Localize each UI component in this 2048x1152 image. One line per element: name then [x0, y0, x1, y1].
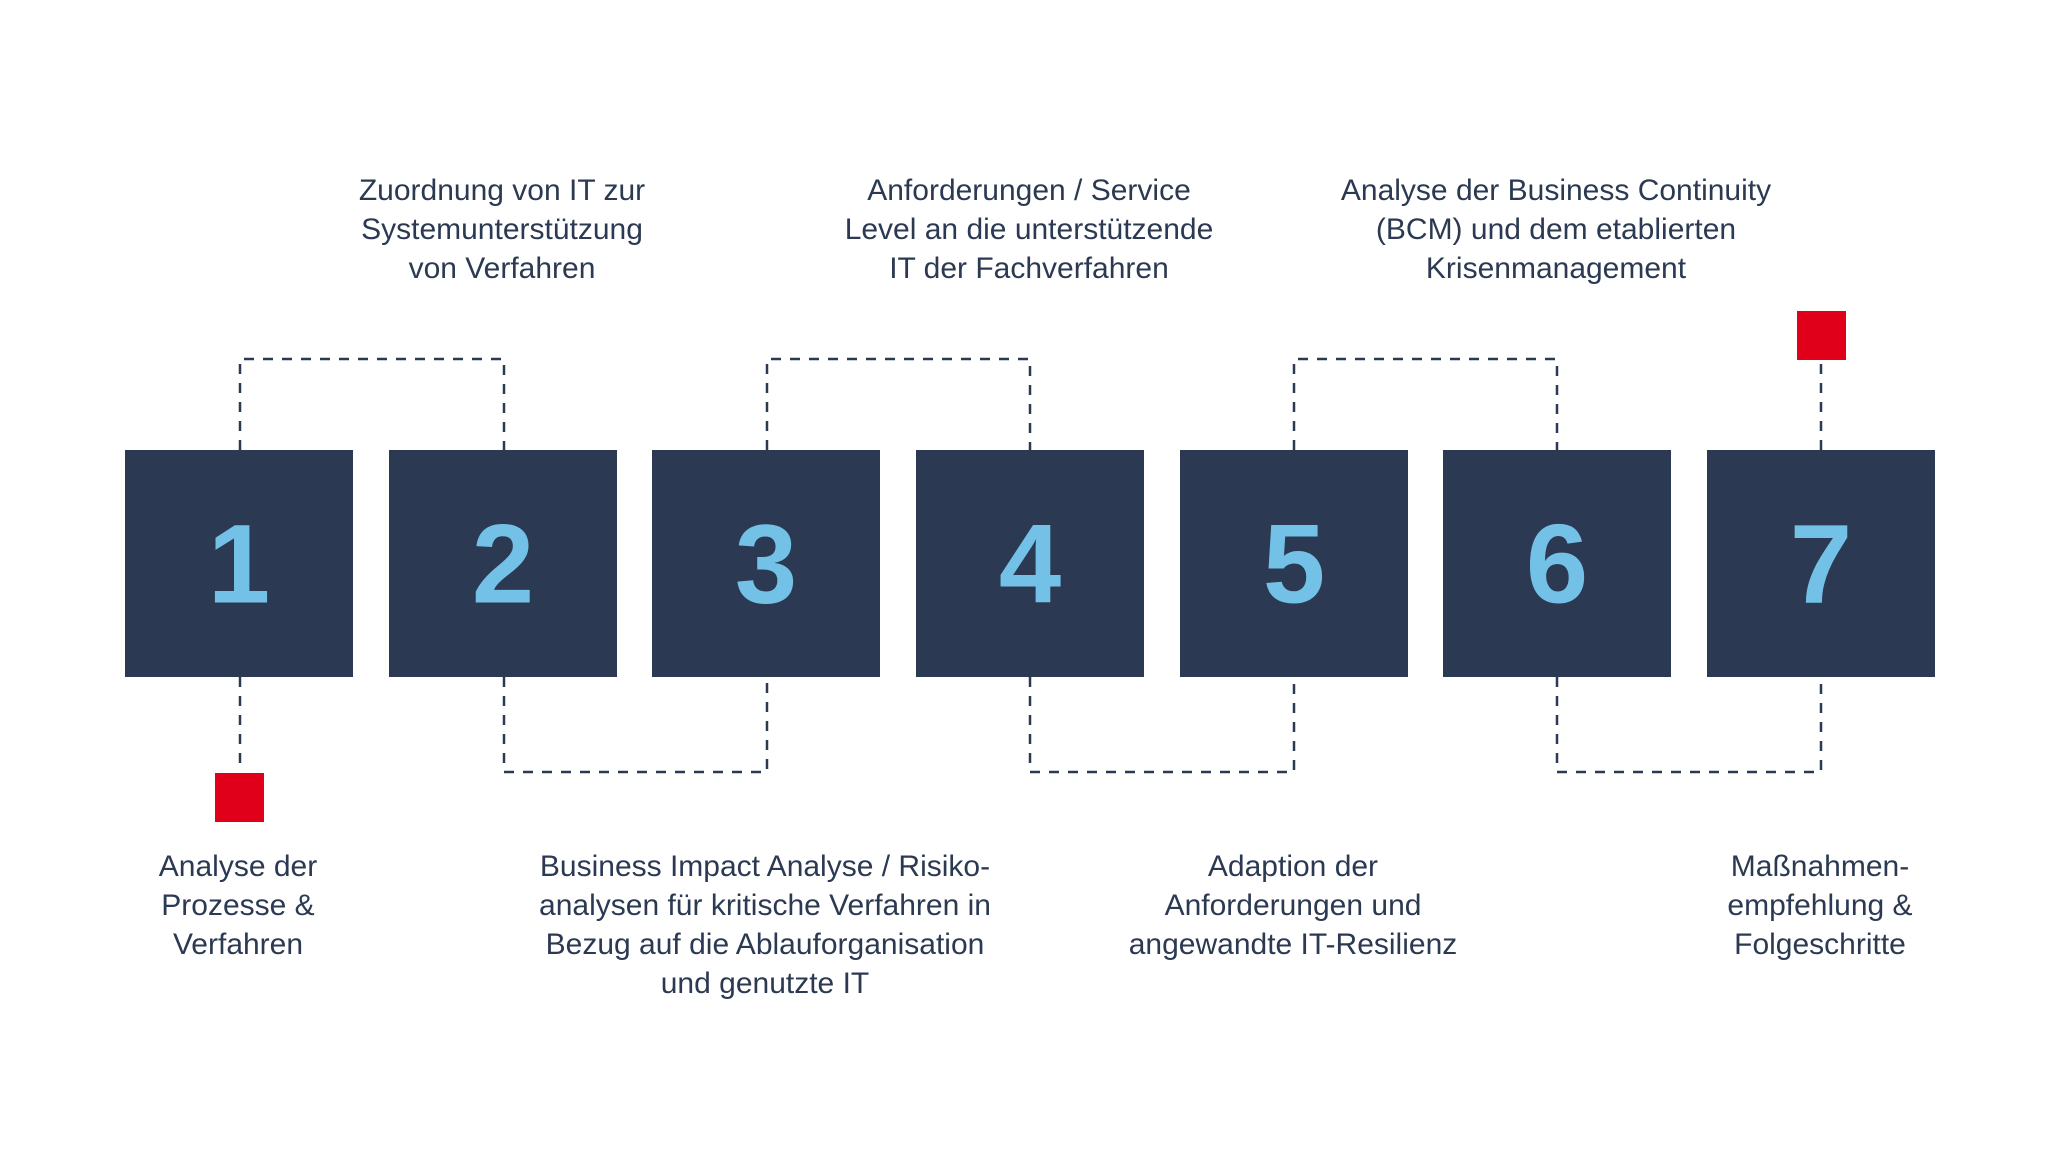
step-2: 2: [389, 450, 617, 677]
step-6: 6: [1443, 450, 1671, 677]
step-box: [652, 450, 880, 677]
step-number: 4: [999, 502, 1061, 627]
step-3-label: Business Impact Analyse / Risiko- analys…: [539, 850, 991, 1000]
step-7-label: Maßnahmen- empfehlung & Folgeschritte: [1727, 850, 1913, 961]
connector-1-2: [238, 357, 506, 450]
step-2-label: Zuordnung von IT zur Systemunterstützung…: [358, 174, 646, 285]
step-box: [125, 450, 353, 677]
step-5-label: Adaption der Anforderungen und angewandt…: [1128, 850, 1458, 961]
marker-end: [1797, 311, 1846, 360]
step-number: 1: [208, 502, 270, 627]
step-6-label: Analyse der Business Continuity (BCM) un…: [1340, 174, 1772, 285]
step-box: [1180, 450, 1408, 677]
step-7: 7: [1707, 450, 1935, 677]
step-3: 3: [652, 450, 880, 677]
step-number: 6: [1526, 502, 1588, 627]
step-4-label: Anforderungen / Service Level an die unt…: [844, 174, 1214, 285]
step-box: [389, 450, 617, 677]
step-number: 3: [735, 502, 797, 627]
connector-3-4: [765, 357, 1032, 450]
connector-2-3: [502, 677, 769, 774]
step-number: 7: [1790, 502, 1852, 627]
step-1: 1: [125, 450, 353, 677]
step-box: [916, 450, 1144, 677]
step-4: 4: [916, 450, 1144, 677]
step-box: [1443, 450, 1671, 677]
step-number: 5: [1263, 502, 1325, 627]
step-1-label: Analyse der Prozesse & Verfahren: [158, 850, 318, 961]
step-5: 5: [1180, 450, 1408, 677]
connector-5-6: [1292, 357, 1559, 450]
marker-start: [215, 773, 264, 822]
step-number: 2: [472, 502, 534, 627]
connector-6-7: [1555, 677, 1823, 774]
connector-4-5: [1028, 677, 1296, 774]
step-box: [1707, 450, 1935, 677]
